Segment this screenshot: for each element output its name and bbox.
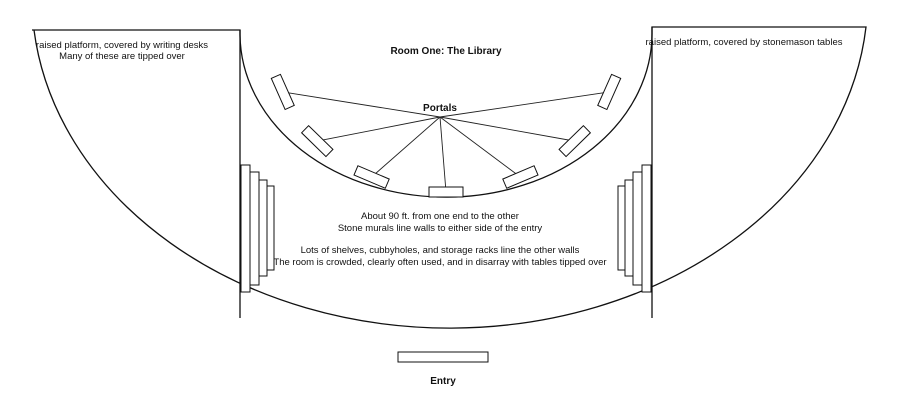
portal-1[interactable] <box>270 73 295 111</box>
portal-6[interactable] <box>558 124 592 158</box>
note-shelves: Lots of shelves, cubbyholes, and storage… <box>301 245 580 256</box>
note-state: The room is crowded, clearly often used,… <box>273 257 606 268</box>
portal-5[interactable] <box>502 165 539 189</box>
portal-ray <box>371 116 441 178</box>
right-shelves <box>617 164 652 293</box>
portal-3[interactable] <box>353 165 390 189</box>
portals-group <box>270 73 622 198</box>
portal-ray <box>317 116 441 142</box>
left-shelves <box>240 164 275 293</box>
portal-ray <box>439 116 447 193</box>
left-platform-label-1: raised platform, covered by writing desk… <box>36 40 208 51</box>
portal-4[interactable] <box>428 186 464 198</box>
outer-wall <box>32 26 867 329</box>
entry-label: Entry <box>430 376 456 387</box>
portal-2[interactable] <box>300 124 334 158</box>
room-title: Room One: The Library <box>390 46 502 57</box>
portals-label: Portals <box>423 103 457 114</box>
portal-ray <box>282 91 441 118</box>
note-murals: Stone murals line walls to either side o… <box>338 223 543 234</box>
portal-7[interactable] <box>597 73 622 111</box>
portal-ray <box>439 116 575 142</box>
portal-ray <box>439 91 610 118</box>
portal-ray <box>439 116 521 178</box>
left-platform-label-2: Many of these are tipped over <box>59 51 185 62</box>
portal-rays <box>282 91 610 193</box>
right-platform-label: raised platform, covered by stonemason t… <box>646 37 843 48</box>
note-size: About 90 ft. from one end to the other <box>361 211 519 222</box>
entry-door[interactable] <box>397 351 489 363</box>
